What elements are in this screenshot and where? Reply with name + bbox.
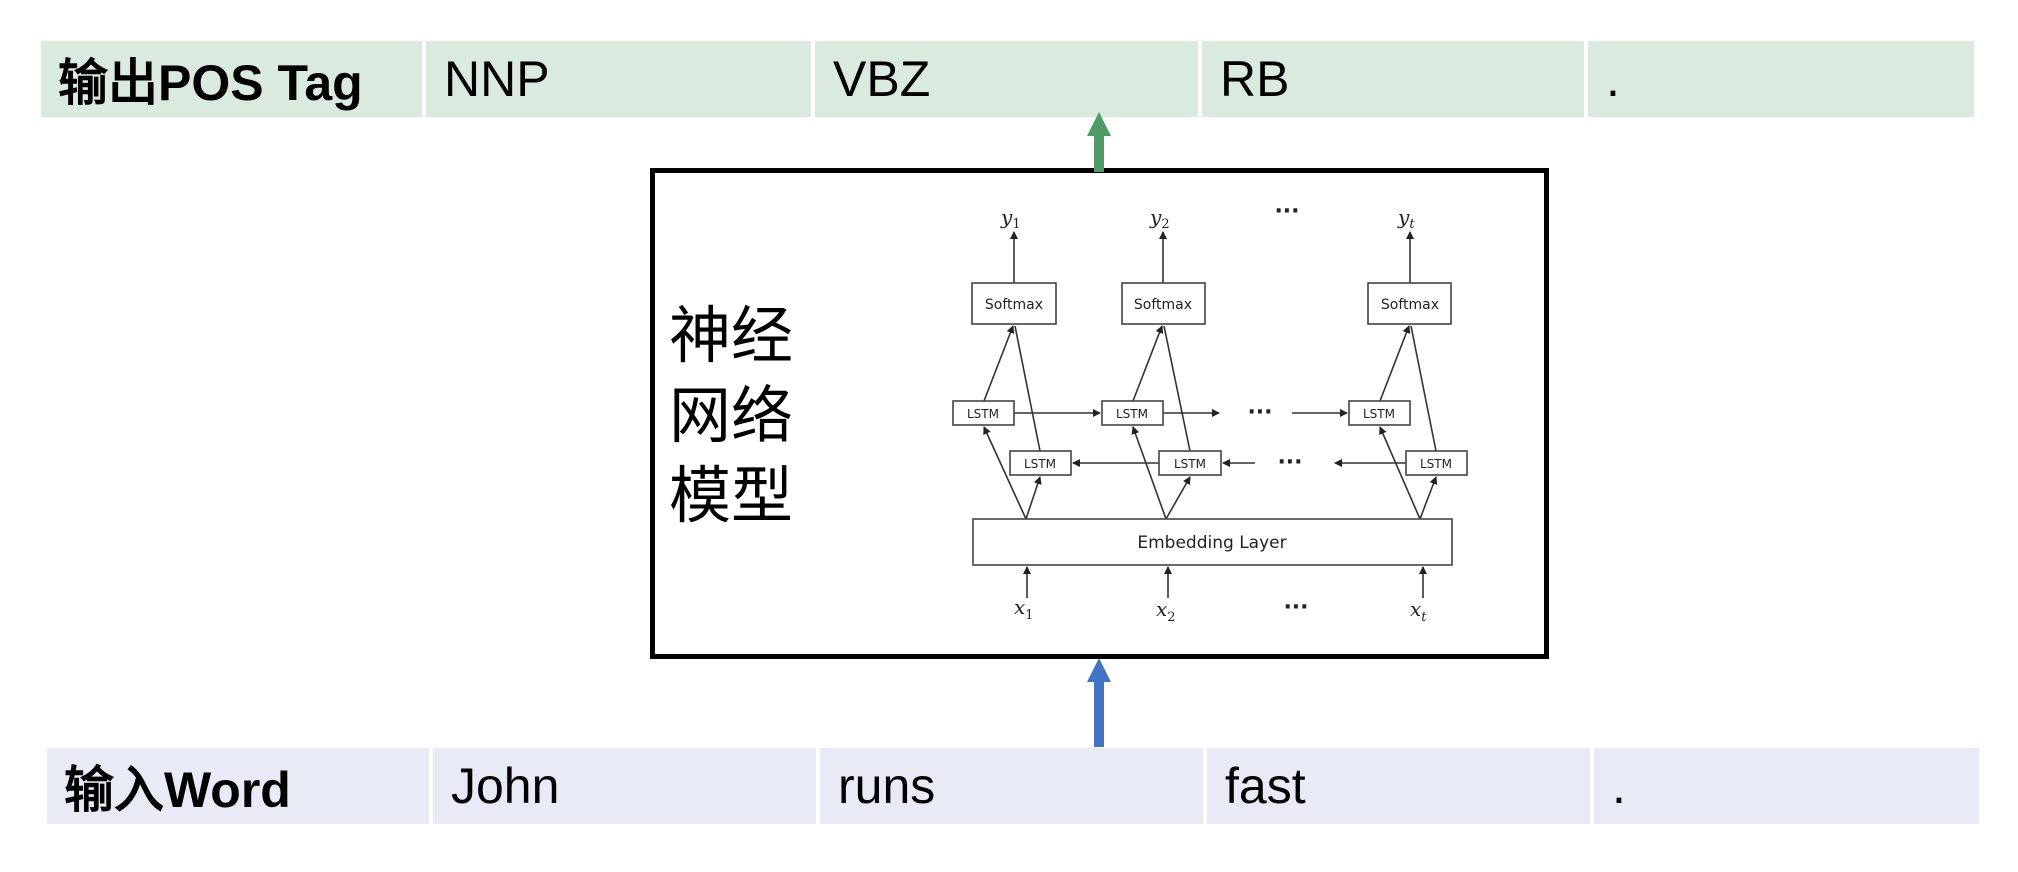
lstm-label: LSTM [1174,457,1206,471]
softmax-box [1367,282,1452,325]
ellipsis-icon: ··· [1274,199,1299,224]
output-arrow-head [1087,112,1111,136]
lstm-to-softmax-arrow [1132,325,1164,402]
input-word-cell: fast [1207,748,1590,824]
ellipsis-icon: ··· [1247,400,1272,425]
input-x-label: x1 [1014,595,1034,623]
output-tag-cell: RB [1202,41,1584,117]
softmax-label: Softmax [1381,297,1439,313]
output-y-label: y1 [1000,205,1021,232]
lstm-label: LSTM [1363,407,1395,421]
input-row-header: 输入Word [47,748,429,824]
forward-lstm-box [1101,400,1164,426]
output-y-label: yt [1397,205,1415,232]
output-pos-tag-row: 输出POS Tag NNP VBZ RB . [41,41,1974,117]
input-arrow-head [1087,658,1111,682]
lstm-label: LSTM [1420,457,1452,471]
input-x-label: xt [1410,597,1427,625]
embedding-to-lstm-arrow [983,426,1027,520]
lstm-to-softmax-arrow [1410,325,1437,452]
softmax-box [971,282,1057,325]
input-arrow-shaft [1094,679,1104,747]
input-word-cell: John [433,748,816,824]
ellipsis-icon: ··· [1283,595,1308,620]
embedding-to-lstm-arrow [1165,476,1191,520]
model-label-line: 网络 [669,379,794,452]
embedding-to-lstm-arrow [1025,476,1042,520]
input-word-cell: runs [820,748,1203,824]
output-arrow-shaft [1094,134,1104,172]
output-tag-cell: VBZ [815,41,1198,117]
input-word-row: 输入Word John runs fast . [47,748,1979,824]
lstm-label: LSTM [967,407,999,421]
output-y-label: y2 [1149,205,1170,232]
embedding-to-lstm-arrow [1419,476,1438,520]
backward-lstm-box [1009,450,1072,476]
ellipsis-icon: ··· [1277,450,1302,475]
input-word-cell: . [1594,748,1979,824]
lstm-to-softmax-arrow [983,325,1015,402]
embedding-layer-box [972,518,1453,566]
output-tag-cell: . [1588,41,1974,117]
model-label-line: 模型 [669,459,794,532]
softmax-label: Softmax [985,297,1043,313]
lstm-to-softmax-arrow [1163,325,1191,452]
backward-lstm-box [1405,450,1468,476]
lstm-to-softmax-arrow [1014,325,1041,452]
output-tag-cell: NNP [426,41,811,117]
backward-lstm-box [1158,450,1222,476]
forward-lstm-box [1348,400,1411,426]
lstm-label: LSTM [1024,457,1056,471]
model-label: 神经 网络 模型 [669,296,809,536]
lstm-to-softmax-arrow [1379,325,1411,402]
input-arrow-icon [1087,658,1111,747]
embedding-layer-label: Embedding Layer [1137,533,1286,553]
lstm-label: LSTM [1116,407,1148,421]
model-label-line: 神经 [669,299,794,372]
softmax-label: Softmax [1134,297,1192,313]
embedding-to-lstm-arrow [1379,426,1421,520]
input-x-label: x2 [1156,597,1176,625]
output-arrow-icon [1087,112,1111,172]
softmax-box [1121,282,1206,325]
embedding-to-lstm-arrow [1131,426,1167,520]
forward-lstm-box [952,400,1015,426]
output-row-header: 输出POS Tag [41,41,422,117]
